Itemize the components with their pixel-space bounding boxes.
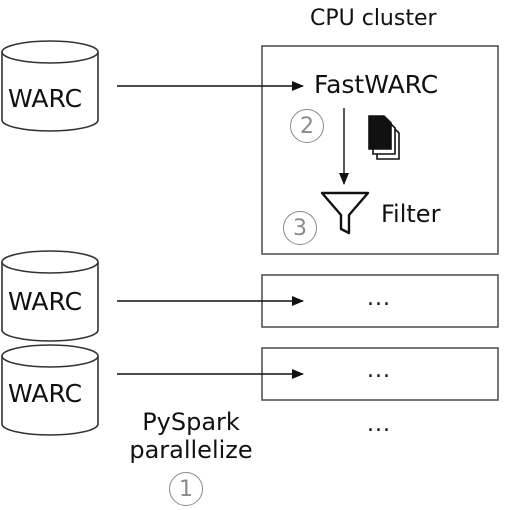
cpu-cluster-title: CPU cluster [310, 6, 437, 31]
step-2-badge: 2 [290, 109, 324, 143]
funnel-icon [320, 191, 370, 235]
warc-label-3: WARC [8, 379, 83, 408]
warc-cylinder-1 [1, 40, 99, 132]
worker-row-ellipsis-1: ... [367, 286, 391, 311]
warc-label-1: WARC [8, 84, 83, 113]
pyspark-line1: PySpark [142, 408, 240, 436]
worker-row-ellipsis-2: ... [367, 358, 391, 383]
step-3-badge: 3 [283, 211, 317, 245]
step-1-badge: 1 [169, 472, 203, 506]
pyspark-line2: parallelize [129, 436, 253, 465]
warc-label-2: WARC [8, 287, 83, 316]
filter-label: Filter [381, 200, 441, 228]
documents-icon [368, 115, 400, 160]
cpu-cluster-box [261, 45, 499, 255]
more-workers-ellipsis: ... [367, 412, 391, 437]
warc-cylinder-3 [1, 344, 99, 436]
pyspark-parallelize-label: PySpark parallelize [116, 408, 266, 465]
warc-cylinder-2 [1, 250, 99, 342]
fastwarc-label: FastWARC [314, 70, 439, 99]
